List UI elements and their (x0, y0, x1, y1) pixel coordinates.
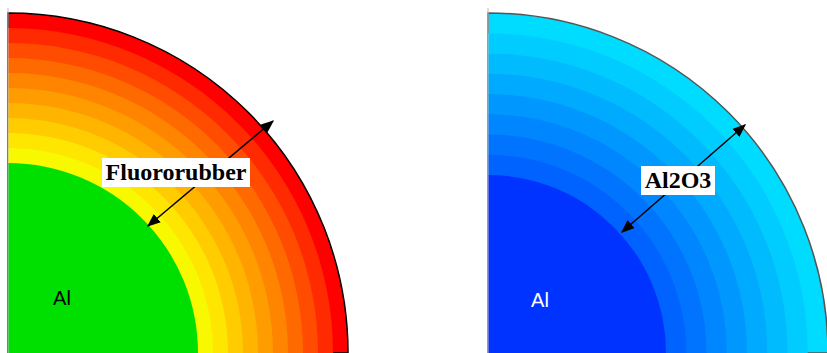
layer-band (488, 94, 747, 353)
layer-label: Al2O3 (641, 166, 716, 195)
alumina-layers (488, 13, 827, 353)
layer-band (488, 175, 666, 353)
layer-band (8, 13, 348, 353)
layer-label: Fluororubber (102, 158, 251, 187)
layer-band (8, 88, 273, 353)
core-label: Al (531, 289, 549, 312)
layer-band (8, 163, 198, 353)
layer-band (488, 33, 808, 353)
layer-band (8, 43, 318, 353)
core-label: Al (53, 287, 71, 310)
layer-band (488, 114, 727, 353)
layer-band (488, 13, 827, 353)
layer-band (8, 103, 258, 353)
thickness-arrow (622, 125, 745, 232)
edge-line (8, 8, 9, 353)
layer-band (488, 54, 788, 353)
layer-band (488, 74, 767, 353)
fluororubber-layers (8, 13, 348, 353)
layer-band (8, 73, 288, 353)
layer-band (8, 118, 243, 353)
layer-band (8, 58, 303, 353)
edge-line (488, 8, 489, 353)
layer-band (8, 28, 333, 353)
